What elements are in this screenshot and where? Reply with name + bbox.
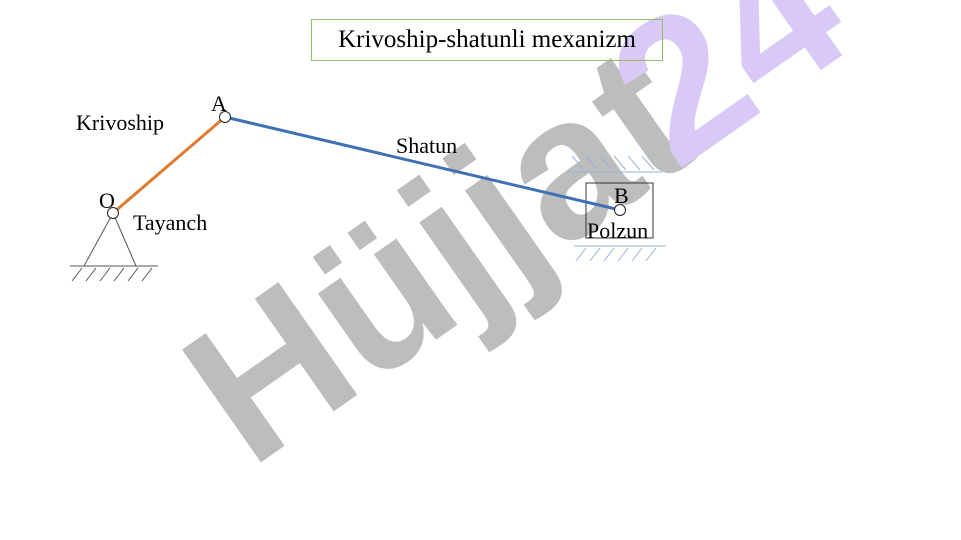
label-point-b: B — [614, 183, 629, 208]
crank-link — [112, 115, 226, 215]
joint-b — [614, 204, 626, 216]
slider-block — [585, 182, 654, 239]
slider-guide-lower — [574, 245, 666, 262]
label-shatun: Shatun — [396, 133, 458, 158]
label-krivoship: Krivoship — [76, 110, 164, 135]
label-tayanch: Tayanch — [133, 210, 208, 235]
label-polzun: Polzun — [587, 218, 649, 243]
page-title: Krivoship-shatunli mexanizm — [311, 19, 663, 61]
joint-a — [219, 111, 231, 123]
label-point-a: A — [211, 91, 227, 116]
connecting-rod — [224, 115, 621, 212]
label-point-o: O — [99, 188, 115, 213]
ground-hatching — [71, 267, 153, 282]
slider-guide-upper — [568, 155, 662, 173]
ground-support — [70, 212, 158, 282]
joint-o — [107, 207, 119, 219]
